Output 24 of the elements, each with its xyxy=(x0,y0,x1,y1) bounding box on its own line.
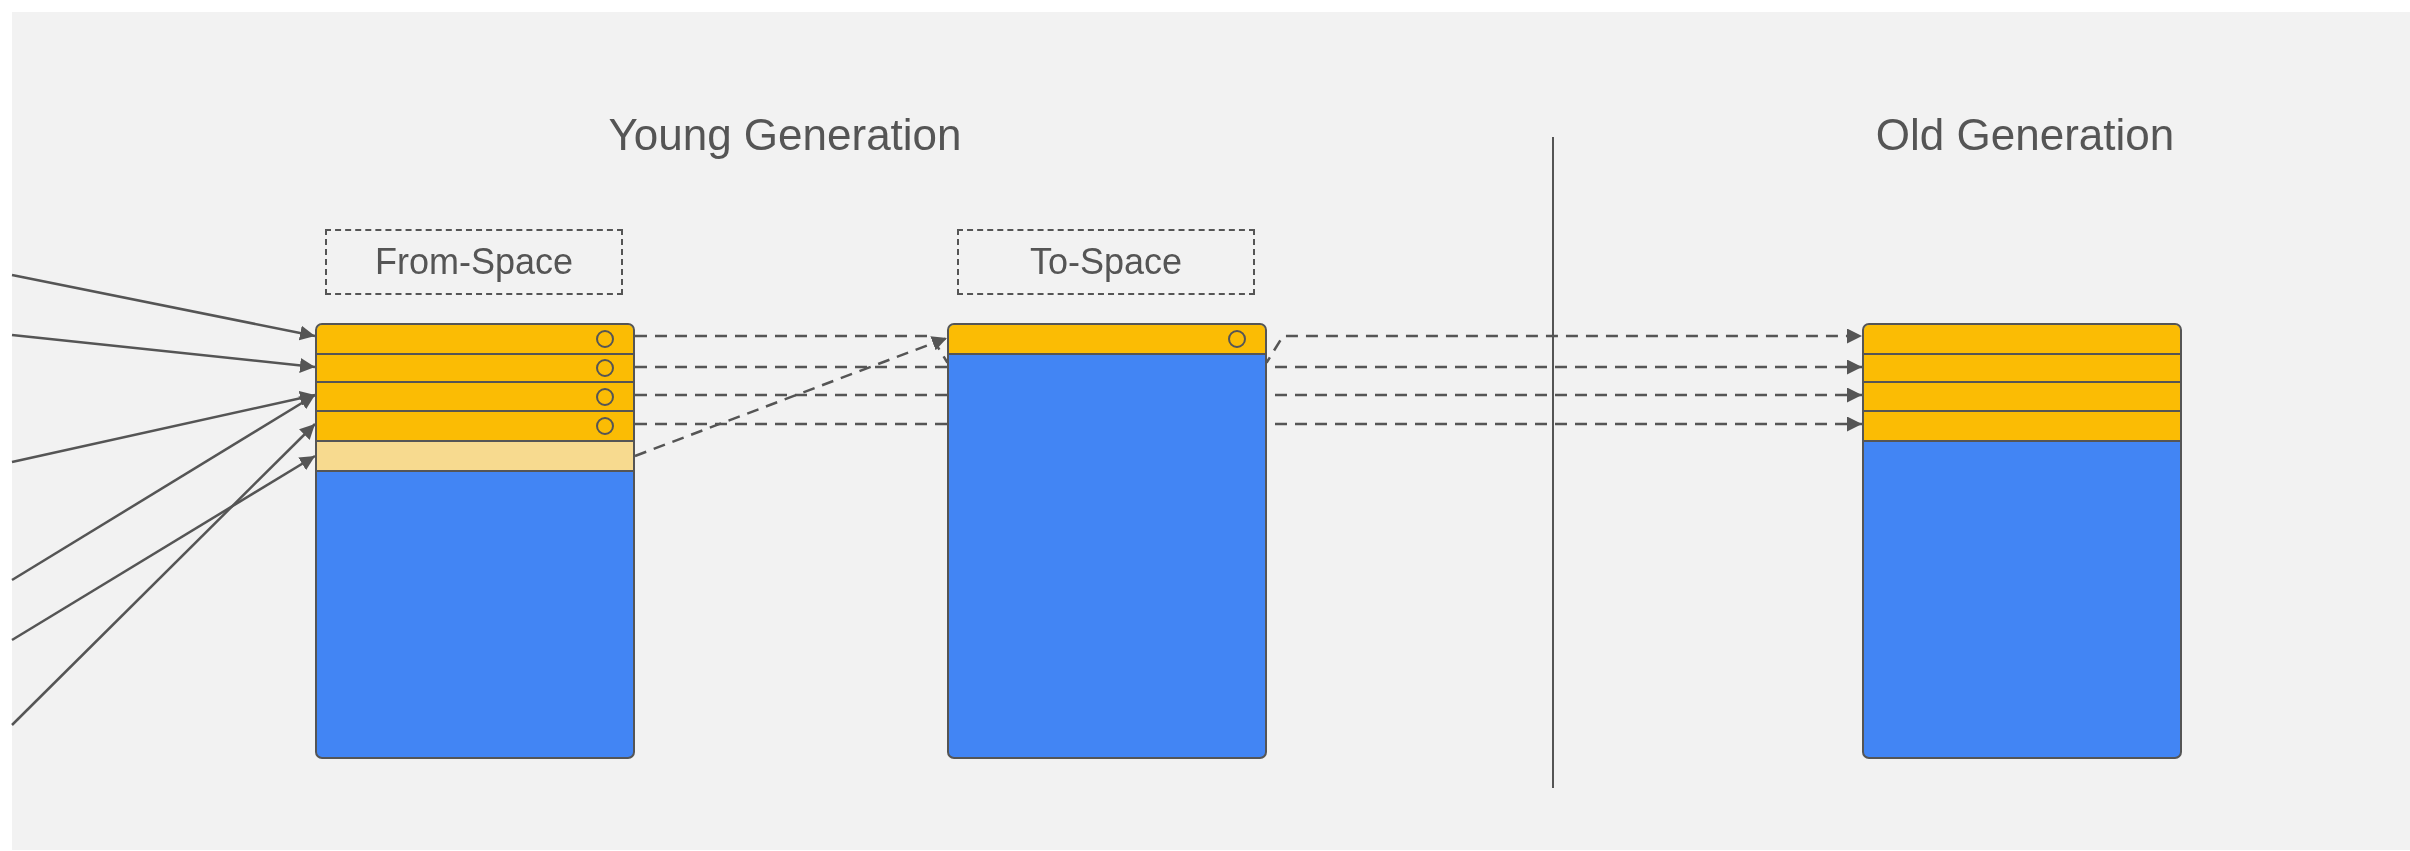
section-heading: Young Generation xyxy=(608,110,962,160)
arrow xyxy=(11,423,316,726)
arrow xyxy=(11,273,316,341)
memory-slot xyxy=(1864,325,2180,355)
arrow xyxy=(11,333,316,373)
space-label-box: From-Space xyxy=(325,229,623,295)
arrow xyxy=(11,390,316,464)
arrow xyxy=(11,393,316,582)
memory-block xyxy=(315,323,635,759)
space-label-box: To-Space xyxy=(957,229,1255,295)
section-heading: Old Generation xyxy=(1875,110,2175,160)
memory-slot xyxy=(317,325,633,355)
memory-block xyxy=(947,323,1267,759)
memory-slot xyxy=(1864,355,2180,383)
memory-block xyxy=(1862,323,2182,759)
memory-slot xyxy=(1864,412,2180,442)
memory-slot xyxy=(317,355,633,383)
memory-slot xyxy=(949,325,1265,355)
arrow xyxy=(634,336,948,458)
memory-slot xyxy=(317,412,633,442)
arrow xyxy=(11,454,316,642)
memory-slot xyxy=(1864,383,2180,412)
memory-slot xyxy=(317,383,633,412)
memory-slot xyxy=(317,442,633,472)
